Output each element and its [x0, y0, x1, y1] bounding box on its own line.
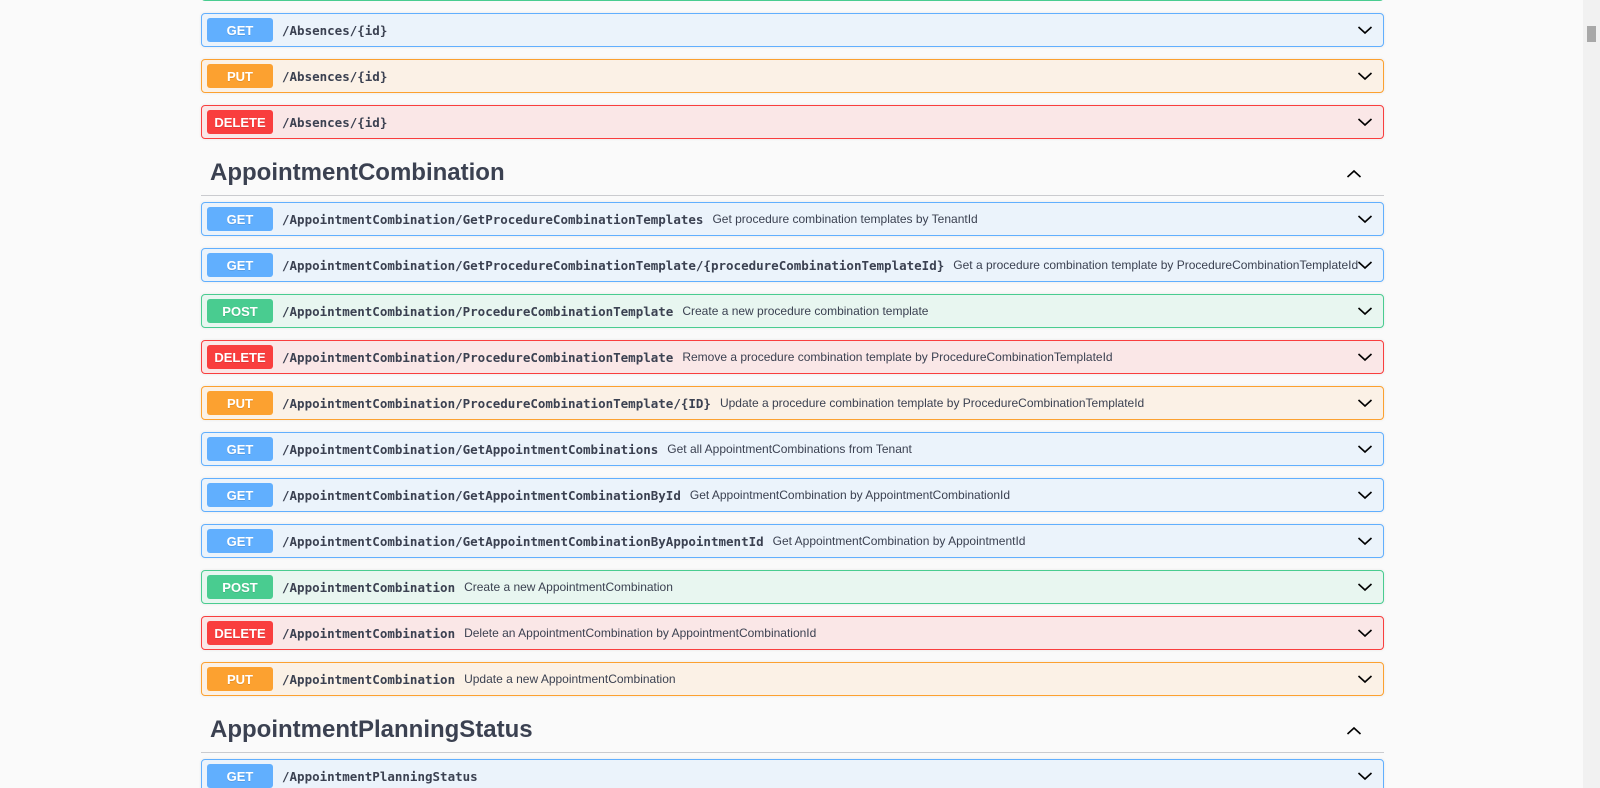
chevron-down-icon[interactable]: [1357, 350, 1373, 364]
section-header[interactable]: AppointmentPlanningStatus: [201, 708, 1384, 753]
chevron-down-icon[interactable]: [1357, 769, 1373, 783]
operation-get[interactable]: GET/AppointmentCombination/GetProcedureC…: [201, 202, 1384, 236]
chevron-down-icon[interactable]: [1357, 304, 1373, 318]
method-badge: PUT: [207, 64, 273, 88]
method-badge: GET: [207, 253, 273, 277]
operation-summary: Create a new procedure combination templ…: [682, 304, 929, 318]
method-badge: DELETE: [207, 621, 273, 645]
chevron-up-icon[interactable]: [1346, 168, 1362, 180]
method-badge: PUT: [207, 391, 273, 415]
operation-summary: Delete an AppointmentCombination by Appo…: [464, 626, 817, 640]
operation-path: /AppointmentCombination/GetProcedureComb…: [282, 211, 704, 227]
operation-get[interactable]: GET/Absences/{id}: [201, 13, 1384, 47]
method-badge: DELETE: [207, 110, 273, 134]
operation-get[interactable]: GET/AppointmentPlanningStatus: [201, 759, 1384, 788]
operation-get[interactable]: GET/AppointmentCombination/GetAppointmen…: [201, 432, 1384, 466]
operation-post[interactable]: POST/AppointmentCombination/ProcedureCom…: [201, 294, 1384, 328]
method-badge: POST: [207, 575, 273, 599]
operation-summary: Get AppointmentCombination by Appointmen…: [689, 488, 1011, 502]
operation-path: /AppointmentCombination: [282, 579, 456, 595]
operation-summary: Get all AppointmentCombinations from Ten…: [667, 442, 912, 456]
method-badge: GET: [207, 764, 273, 788]
operation-delete[interactable]: DELETE/AppointmentCombination/ProcedureC…: [201, 340, 1384, 374]
operation-path: /Absences/{id}: [282, 22, 388, 38]
chevron-down-icon[interactable]: [1357, 626, 1373, 640]
method-badge: DELETE: [207, 345, 273, 369]
operation-get[interactable]: GET/AppointmentCombination/GetAppointmen…: [201, 524, 1384, 558]
operation-path: /AppointmentCombination: [282, 625, 456, 641]
chevron-down-icon[interactable]: [1357, 580, 1373, 594]
chevron-down-icon[interactable]: [1357, 115, 1373, 129]
operation-path: /AppointmentCombination/GetAppointmentCo…: [282, 441, 659, 457]
operation-path: /AppointmentCombination/GetProcedureComb…: [282, 257, 945, 273]
operations-list: GET/Absences/{id}PUT/Absences/{id}DELETE…: [201, 0, 1384, 788]
vertical-scrollbar[interactable]: [1583, 0, 1600, 788]
operation-get[interactable]: GET/AppointmentCombination/GetProcedureC…: [201, 248, 1384, 282]
operation-path: /AppointmentPlanningStatus: [282, 768, 478, 784]
operation-post[interactable]: POST/AppointmentCombination Create a new …: [201, 570, 1384, 604]
method-badge: GET: [207, 207, 273, 231]
operation-summary: Get AppointmentCombination by Appointmen…: [772, 534, 1026, 548]
section-header[interactable]: AppointmentCombination: [201, 151, 1384, 196]
operation-summary: Get a procedure combination template by …: [953, 258, 1359, 272]
operation-path: /AppointmentCombination/ProcedureCombina…: [282, 349, 674, 365]
method-badge: GET: [207, 437, 273, 461]
operation-path: /Absences/{id}: [282, 114, 388, 130]
operation-put[interactable]: PUT/AppointmentCombination Update a new A…: [201, 662, 1384, 696]
operation-get[interactable]: GET/AppointmentCombination/GetAppointmen…: [201, 478, 1384, 512]
chevron-down-icon[interactable]: [1357, 488, 1373, 502]
operation-delete[interactable]: DELETE/Absences/{id}: [201, 105, 1384, 139]
method-badge: POST: [207, 299, 273, 323]
chevron-down-icon[interactable]: [1357, 258, 1373, 272]
method-badge: PUT: [207, 667, 273, 691]
operation-path: /AppointmentCombination/ProcedureCombina…: [282, 395, 711, 411]
section-title: AppointmentPlanningStatus: [210, 716, 533, 743]
operation-summary: Remove a procedure combination template …: [682, 350, 1113, 364]
operation-path: /AppointmentCombination/ProcedureCombina…: [282, 303, 674, 319]
method-badge: GET: [207, 529, 273, 553]
chevron-down-icon[interactable]: [1357, 396, 1373, 410]
operation-path: /AppointmentCombination: [282, 671, 456, 687]
operation-delete[interactable]: DELETE/AppointmentCombination Delete an A…: [201, 616, 1384, 650]
operation-summary: Update a new AppointmentCombination: [464, 672, 676, 686]
section-title: AppointmentCombination: [210, 159, 505, 186]
chevron-down-icon[interactable]: [1357, 69, 1373, 83]
chevron-down-icon[interactable]: [1357, 23, 1373, 37]
chevron-down-icon[interactable]: [1357, 442, 1373, 456]
operation-path: /AppointmentCombination/GetAppointmentCo…: [282, 487, 681, 503]
operation-summary: Get procedure combination templates by T…: [712, 212, 978, 226]
operation-put[interactable]: PUT/Absences/{id}: [201, 59, 1384, 93]
chevron-down-icon[interactable]: [1357, 212, 1373, 226]
operation-summary: Update a procedure combination template …: [719, 396, 1145, 410]
operation-path: /AppointmentCombination/GetAppointmentCo…: [282, 533, 764, 549]
operation-put[interactable]: PUT/AppointmentCombination/ProcedureComb…: [201, 386, 1384, 420]
chevron-up-icon[interactable]: [1346, 725, 1362, 737]
operation-path: /Absences/{id}: [282, 68, 388, 84]
chevron-down-icon[interactable]: [1357, 534, 1373, 548]
scrollbar-thumb[interactable]: [1587, 26, 1596, 42]
chevron-down-icon[interactable]: [1357, 672, 1373, 686]
operation-summary: Create a new AppointmentCombination: [464, 580, 673, 594]
method-badge: GET: [207, 483, 273, 507]
method-badge: GET: [207, 18, 273, 42]
